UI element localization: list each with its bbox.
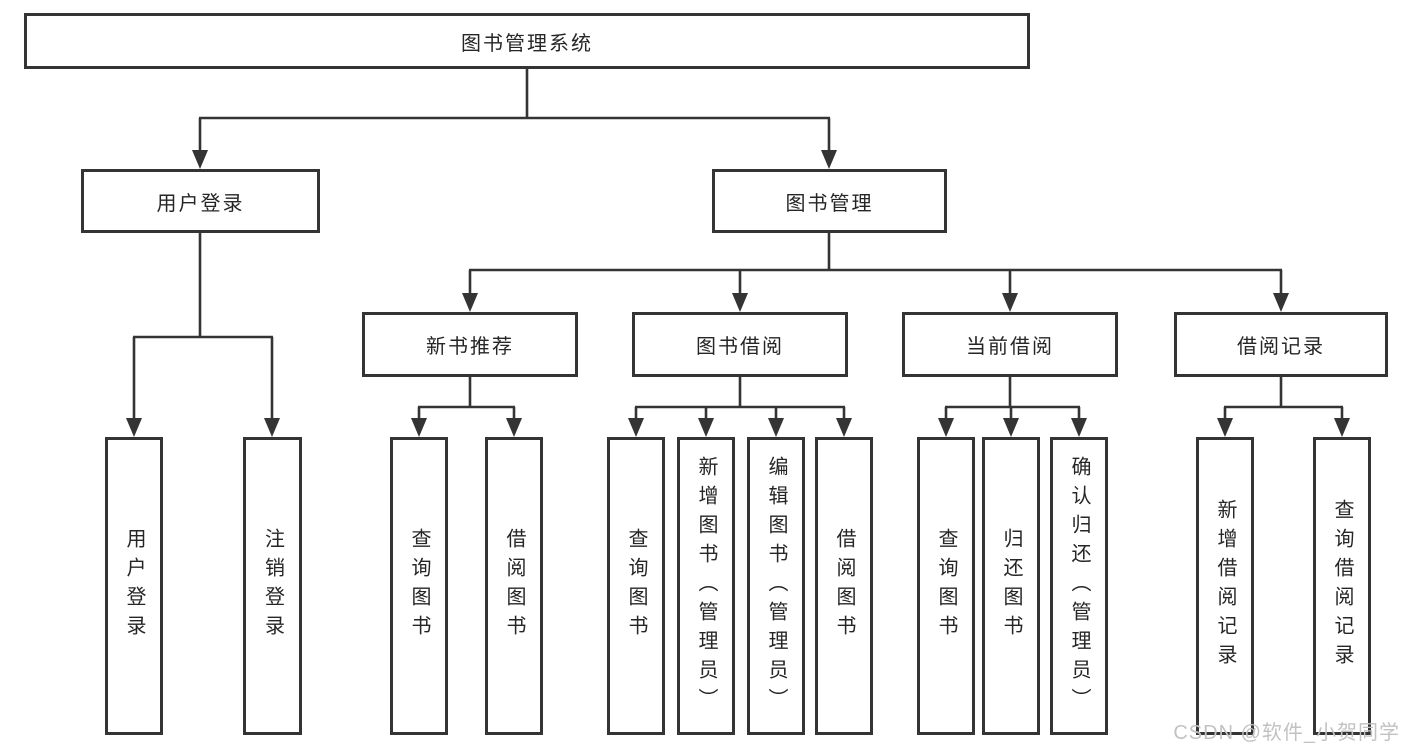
connector-root-to-level1 bbox=[192, 69, 837, 169]
connector-currentborrow-to-leaves bbox=[938, 377, 1087, 437]
leaf-query-books-current: 查询图书 bbox=[917, 437, 975, 735]
leaf-query-books-borrow: 查询图书 bbox=[607, 437, 665, 735]
leaf-add-book-admin: 新增图书（管理员） bbox=[677, 437, 735, 735]
node-current-borrow: 当前借阅 bbox=[902, 312, 1118, 377]
connector-userlogin-to-leaves bbox=[126, 233, 280, 437]
watermark: CSDN @软件_小贺同学 bbox=[1173, 722, 1400, 744]
leaf-add-borrow-record: 新增借阅记录 bbox=[1196, 437, 1254, 735]
connector-borrowrecords-to-leaves bbox=[1217, 377, 1350, 437]
leaf-logout: 注销登录 bbox=[243, 437, 302, 735]
leaf-borrow-books-recommend: 借阅图书 bbox=[485, 437, 543, 735]
connector-bookborrow-to-leaves bbox=[628, 377, 852, 437]
connector-bookmgmt-to-level2 bbox=[462, 233, 1289, 312]
node-user-login: 用户登录 bbox=[81, 169, 320, 233]
node-borrow-records: 借阅记录 bbox=[1174, 312, 1388, 377]
leaf-return-book: 归还图书 bbox=[982, 437, 1040, 735]
leaf-borrow-books-borrow: 借阅图书 bbox=[815, 437, 873, 735]
connector-newbook-to-leaves bbox=[411, 377, 522, 437]
leaf-query-borrow-record: 查询借阅记录 bbox=[1313, 437, 1371, 735]
node-book-management: 图书管理 bbox=[712, 169, 947, 233]
leaf-edit-book-admin: 编辑图书（管理员） bbox=[747, 437, 805, 735]
node-new-book-recommend: 新书推荐 bbox=[362, 312, 578, 377]
leaf-user-login: 用户登录 bbox=[105, 437, 163, 735]
leaf-confirm-return-admin: 确认归还（管理员） bbox=[1050, 437, 1108, 735]
leaf-query-books-recommend: 查询图书 bbox=[390, 437, 448, 735]
node-root: 图书管理系统 bbox=[24, 13, 1030, 69]
node-book-borrow: 图书借阅 bbox=[632, 312, 848, 377]
